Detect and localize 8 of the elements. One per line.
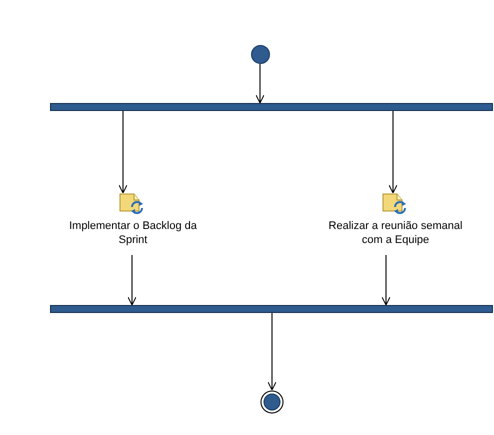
arrow bbox=[118, 110, 128, 194]
arrow bbox=[382, 254, 390, 306]
arrow bbox=[388, 110, 398, 194]
arrow bbox=[256, 64, 264, 104]
arrow bbox=[268, 312, 276, 390]
activity-label: Implementar o Backlog da Sprint bbox=[68, 219, 198, 247]
arrow bbox=[128, 254, 136, 306]
activity-label: Realizar a reunião semanal com a Equipe bbox=[328, 219, 463, 247]
